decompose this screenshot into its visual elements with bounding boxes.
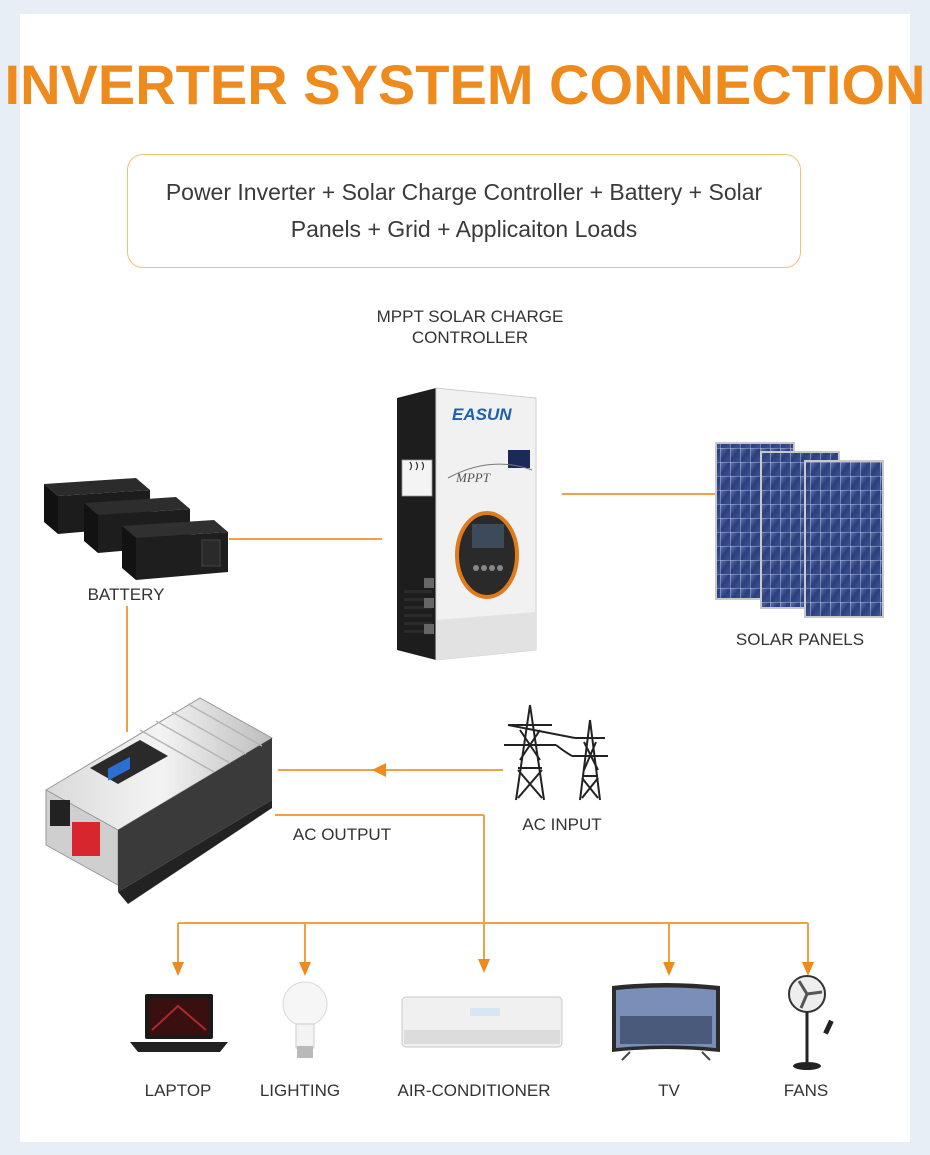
page-title: INVERTER SYSTEM CONNECTION [4,53,926,116]
load-label-lighting: LIGHTING [259,1081,341,1100]
load-label-fans: FANS [783,1081,829,1100]
load-label-laptop: LAPTOP [144,1081,212,1100]
ac-input-label: AC INPUT [522,815,602,834]
controller-model: MPPT [455,470,491,485]
ac-output-label: AC OUTPUT [292,825,392,844]
ac-input-arrowhead [372,763,386,777]
air-conditioner-icon [401,996,563,1048]
load-label-air-conditioner: AIR-CONDITIONER [397,1081,551,1100]
transmission-tower-icon [504,704,608,801]
battery-image [44,478,228,580]
controller-brand: EASUN [452,405,512,424]
fan-icon [788,975,834,1070]
light-bulb-icon [282,981,328,1058]
charge-controller-image: EASUN MPPT [397,387,537,661]
connection-lines [126,493,814,976]
subtitle-text: Power Inverter + Solar Charge Controller… [165,179,763,242]
load-label-tv: TV [658,1081,680,1100]
inverter-image [44,697,274,904]
tv-icon [612,983,720,1061]
controller-label: MPPT SOLAR CHARGE CONTROLLER [330,306,610,348]
controller-label-line1: MPPT SOLAR CHARGE [376,307,564,326]
solar-panels-image [715,442,884,618]
subtitle-box: Power Inverter + Solar Charge Controller… [127,154,801,268]
solar-panels-label: SOLAR PANELS [735,630,865,649]
laptop-icon [130,994,228,1052]
battery-label: BATTERY [87,585,165,604]
controller-label-line2: CONTROLLER [411,328,529,347]
